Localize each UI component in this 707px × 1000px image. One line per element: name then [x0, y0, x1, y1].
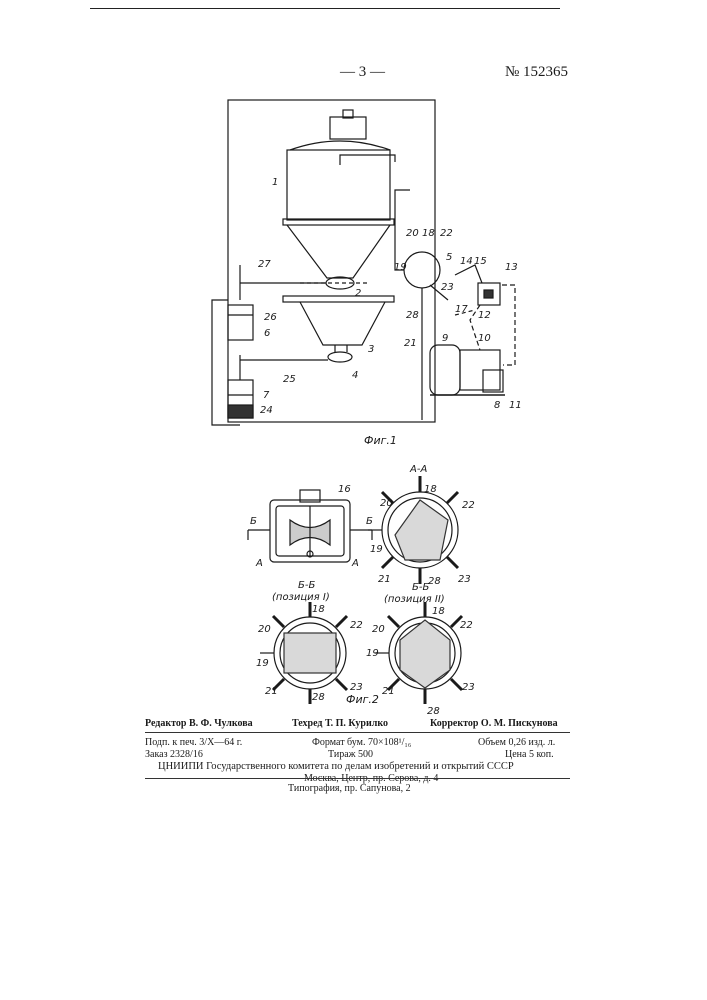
label-3: 3 [368, 344, 374, 355]
cylinder-6 [228, 305, 253, 340]
label-13: 13 [505, 262, 518, 273]
svg-text:18: 18 [312, 604, 325, 615]
svg-text:Б: Б [366, 516, 373, 527]
label-20: 20 [406, 228, 419, 239]
publisher: ЦНИИПИ Государственного комитета по дела… [158, 761, 514, 772]
top-cap [330, 117, 366, 139]
side-pipe [340, 155, 395, 165]
label-14: 14 [460, 256, 473, 267]
label-18: 18 [422, 228, 435, 239]
label-19: 19 [394, 262, 407, 273]
label-6: 6 [264, 328, 270, 339]
volume: Объем 0,26 изд. л. [478, 737, 555, 748]
price: Цена 5 коп. [505, 749, 554, 760]
upper-cone [287, 225, 390, 278]
svg-text:Б: Б [250, 516, 257, 527]
svg-text:28: 28 [428, 576, 441, 587]
label-15: 15 [474, 256, 487, 267]
label-2: 2 [355, 288, 361, 299]
svg-text:18: 18 [432, 606, 445, 617]
svg-text:22: 22 [462, 500, 475, 511]
svg-text:А: А [255, 558, 263, 569]
label-24: 24 [260, 405, 273, 416]
signed-date: Подп. к печ. 3/X—64 г. [145, 737, 242, 748]
paper-format: Формат бум. 70×108¹/₁₆ [312, 737, 411, 748]
label-10: 10 [478, 333, 491, 344]
label-4: 4 [352, 370, 358, 381]
lever-14 [455, 265, 482, 283]
svg-text:21: 21 [382, 686, 395, 697]
vessel-dome [290, 141, 390, 150]
position-2-label: (позиция II) [384, 594, 445, 605]
svg-text:23: 23 [350, 682, 363, 693]
vessel-body [287, 150, 390, 220]
svg-text:23: 23 [462, 682, 475, 693]
label-11: 11 [509, 400, 522, 411]
imprint-rule [145, 732, 570, 733]
svg-text:20: 20 [258, 624, 271, 635]
fig2-caption: Фиг.2 [346, 693, 379, 706]
section-aa [368, 476, 458, 584]
label-12: 12 [478, 310, 491, 321]
svg-text:19: 19 [366, 648, 379, 659]
svg-text:20: 20 [380, 498, 393, 509]
label-22: 22 [440, 228, 453, 239]
label-1: 1 [272, 177, 278, 188]
svg-text:19: 19 [256, 658, 269, 669]
svg-text:21: 21 [265, 686, 278, 697]
label-17: 17 [455, 304, 468, 315]
imprint-rule-2 [145, 778, 570, 779]
svg-text:28: 28 [312, 692, 325, 703]
techred: Техред Т. П. Курилко [292, 718, 388, 729]
label-21: 21 [404, 338, 417, 349]
label-8: 8 [494, 400, 500, 411]
label-16: 16 [338, 484, 351, 495]
print-run: Тираж 500 [328, 749, 373, 760]
typography: Типография, пр. Сапунова, 2 [288, 783, 411, 794]
label-25: 25 [283, 374, 296, 385]
svg-text:А: А [351, 558, 359, 569]
label-7: 7 [263, 390, 270, 401]
svg-text:22: 22 [350, 620, 363, 631]
label-9: 9 [442, 333, 448, 344]
flange-lower [283, 296, 394, 302]
lower-cone [300, 302, 385, 345]
section-bb-2-title: Б-Б [412, 582, 429, 593]
svg-text:20: 20 [372, 624, 385, 635]
svg-text:23: 23 [458, 574, 471, 585]
svg-text:28: 28 [427, 706, 440, 717]
label-26: 26 [264, 312, 277, 323]
svg-text:21: 21 [378, 574, 391, 585]
svg-text:18: 18 [424, 484, 437, 495]
label-28: 28 [406, 310, 419, 321]
label-27: 27 [258, 259, 271, 270]
editor: Редактор В. Ф. Чулкова [145, 718, 253, 729]
section-bb-1-title: Б-Б [298, 580, 315, 591]
position-1-label: (позиция I) [272, 592, 330, 603]
label-23: 23 [441, 282, 454, 293]
fig2 [248, 476, 462, 704]
order-number: Заказ 2328/16 [145, 749, 203, 760]
svg-text:22: 22 [460, 620, 473, 631]
valve-4 [328, 352, 352, 362]
label-5: 5 [446, 252, 452, 263]
section-aa-title: А-А [409, 464, 427, 475]
corrector: Корректор О. М. Пискунова [430, 718, 558, 729]
svg-text:19: 19 [370, 544, 383, 555]
fig1-caption: Фиг.1 [364, 434, 397, 447]
